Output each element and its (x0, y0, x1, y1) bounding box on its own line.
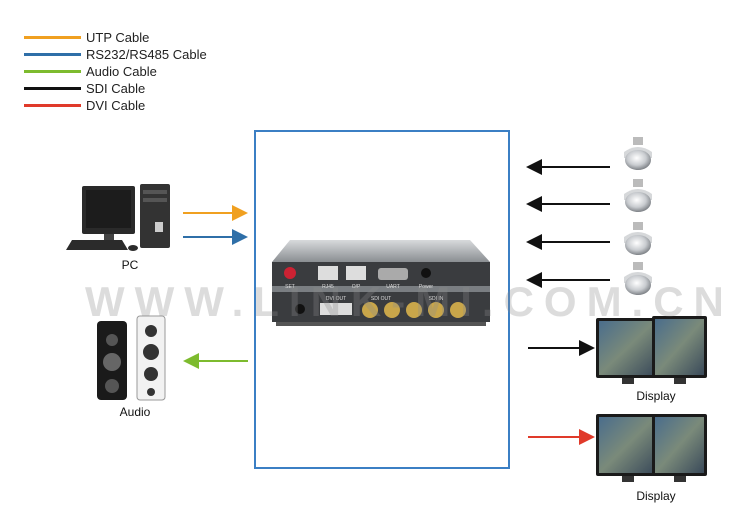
legend-item-rs232: RS232/RS485 Cable (24, 46, 264, 63)
pc-label: PC (121, 258, 139, 272)
port-label-uart: UART (386, 284, 400, 290)
camera-icon (624, 179, 652, 212)
display-label-2: Display (636, 489, 676, 503)
port-label-sdi-out: SDI OUT (371, 296, 391, 302)
camera-icon (624, 262, 652, 295)
port-label-sdi-in: SDI IN (429, 296, 444, 302)
legend-label: RS232/RS485 Cable (86, 47, 207, 62)
legend-item-dvi: DVI Cable (24, 97, 264, 114)
camera-icon (624, 222, 652, 255)
device-frame (254, 130, 510, 469)
rs232-line-swatch (24, 53, 81, 56)
device-port-labels: SET RJ45 O/P UART Power DVI OUT SDI OUT … (285, 284, 444, 302)
audio-line-swatch (24, 70, 81, 73)
legend-item-audio: Audio Cable (24, 63, 264, 80)
camera-icon (624, 137, 652, 170)
legend-item-sdi: SDI Cable (24, 80, 264, 97)
legend-label: SDI Cable (86, 81, 146, 96)
port-label-op: O/P (352, 284, 361, 290)
legend-label: DVI Cable (86, 98, 146, 113)
port-label-set: SET (285, 284, 295, 290)
utp-line-swatch (24, 36, 81, 39)
legend-item-utp: UTP Cable (24, 29, 264, 46)
sdi-line-swatch (24, 87, 81, 90)
port-label-power: Power (419, 284, 434, 290)
display-icon (596, 316, 707, 384)
port-label-rj45: RJ45 (322, 284, 334, 290)
cable-legend: UTP Cable RS232/RS485 Cable Audio Cable … (24, 29, 264, 114)
legend-label: UTP Cable (86, 30, 150, 45)
pc-icon (66, 184, 170, 251)
converter-device (272, 240, 490, 326)
port-label-dvi-out: DVI OUT (326, 296, 346, 302)
dvi-line-swatch (24, 104, 81, 107)
display-icon (596, 414, 707, 482)
speakers-icon (97, 315, 166, 401)
legend-label: Audio Cable (86, 64, 157, 79)
display-label-1: Display (636, 389, 676, 403)
audio-label: Audio (119, 405, 151, 419)
